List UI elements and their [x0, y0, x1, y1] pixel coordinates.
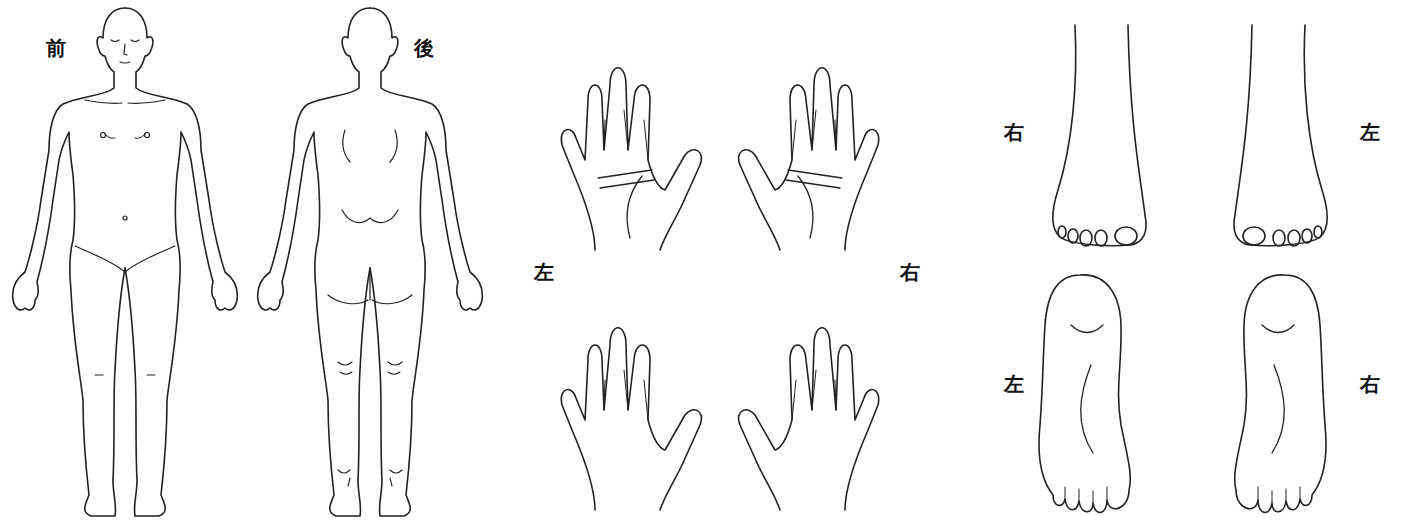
side-label: 右 [1360, 374, 1380, 394]
left-sole [1039, 275, 1130, 513]
side-label: 後 [414, 38, 434, 58]
side-label: 左 [1004, 374, 1024, 394]
side-label: 左 [534, 262, 554, 282]
right-palm [739, 68, 879, 250]
side-label: 右 [1004, 122, 1024, 142]
front-body [13, 8, 238, 516]
left-foot-top [1234, 25, 1327, 246]
left-palm [561, 68, 701, 250]
side-label: 前 [46, 38, 66, 58]
right-foot-top [1053, 25, 1146, 246]
right-sole [1235, 275, 1326, 513]
back-body [258, 8, 483, 516]
left-hand-back [561, 328, 701, 510]
side-label: 左 [1360, 122, 1380, 142]
right-hand-back [739, 328, 879, 510]
side-label: 右 [900, 262, 920, 282]
